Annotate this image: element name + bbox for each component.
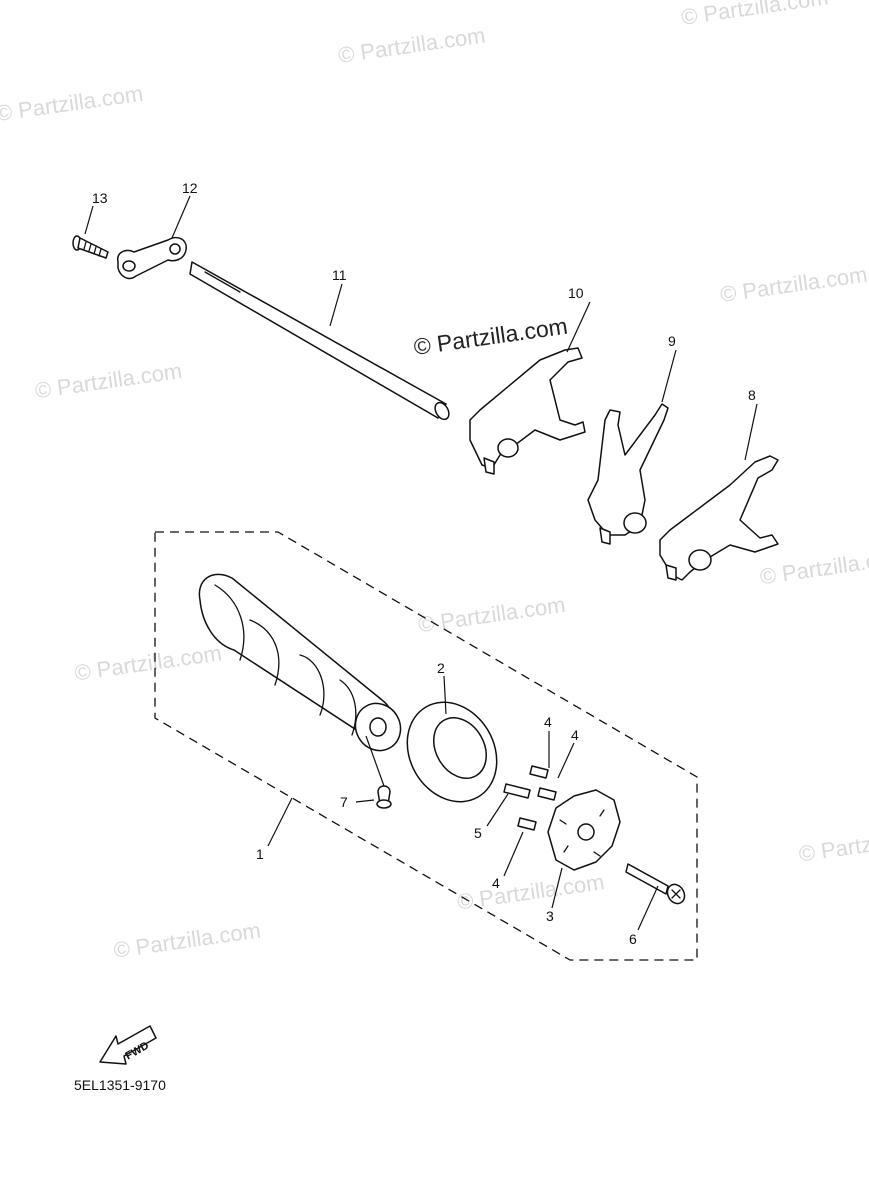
watermark: © Partzilla.com — [456, 869, 606, 914]
part-4-pin[interactable] — [517, 765, 557, 831]
callout-11: 11 — [332, 267, 347, 283]
callout-12: 12 — [182, 180, 198, 196]
callout-13: 13 — [92, 190, 108, 206]
watermark: © Partzilla.com — [0, 81, 145, 126]
callout-1: 1 — [256, 846, 264, 862]
watermark: © Partzilla.com — [337, 23, 487, 68]
callout-6: 6 — [629, 931, 637, 947]
watermark: © Partzilla.com — [758, 544, 869, 589]
watermark: © Partzilla.com — [797, 821, 869, 866]
part-9-shift-fork[interactable] — [587, 403, 669, 545]
part-5-pin[interactable] — [503, 783, 531, 799]
callout-4: 4 — [544, 714, 552, 730]
watermark: © Partzilla.com — [680, 0, 830, 30]
assembly-boundary — [154, 531, 698, 961]
callout-4: 4 — [492, 875, 500, 891]
part-12-stopper-lever[interactable] — [117, 236, 187, 280]
part-7-screw[interactable] — [376, 785, 392, 809]
callout-7: 7 — [340, 794, 348, 810]
leader-lines — [84, 195, 758, 931]
fwd-arrow-icon: FWD — [99, 1025, 157, 1065]
watermark: © Partzilla.com — [112, 917, 262, 962]
watermark: © Partzilla.com — [719, 262, 869, 307]
part-11-guide-bar[interactable] — [189, 261, 452, 422]
diagram-code: 5EL1351-9170 — [74, 1077, 166, 1093]
part-3-segment[interactable] — [547, 789, 621, 871]
watermark: © Partzilla.com — [417, 592, 567, 637]
part-1-shift-drum[interactable] — [198, 573, 409, 758]
callout-10: 10 — [568, 285, 584, 301]
callout-8: 8 — [748, 387, 756, 403]
watermark: © Partzilla.com — [73, 640, 223, 685]
watermark: © Partzilla.com — [33, 358, 183, 403]
callout-9: 9 — [668, 333, 676, 349]
part-10-shift-fork[interactable] — [469, 347, 586, 475]
callout-4: 4 — [571, 727, 579, 743]
part-13-screw[interactable] — [72, 235, 109, 259]
callout-5: 5 — [474, 825, 482, 841]
callout-3: 3 — [546, 908, 554, 924]
watermark-main: © Partzilla.com — [412, 313, 569, 360]
part-8-shift-fork[interactable] — [659, 455, 779, 581]
part-6-bolt[interactable] — [625, 863, 688, 907]
callout-2: 2 — [437, 660, 445, 676]
callouts: 13 12 11 10 9 8 2 4 4 7 5 1 4 3 6 — [92, 180, 756, 947]
part-2-bearing[interactable] — [390, 686, 515, 818]
